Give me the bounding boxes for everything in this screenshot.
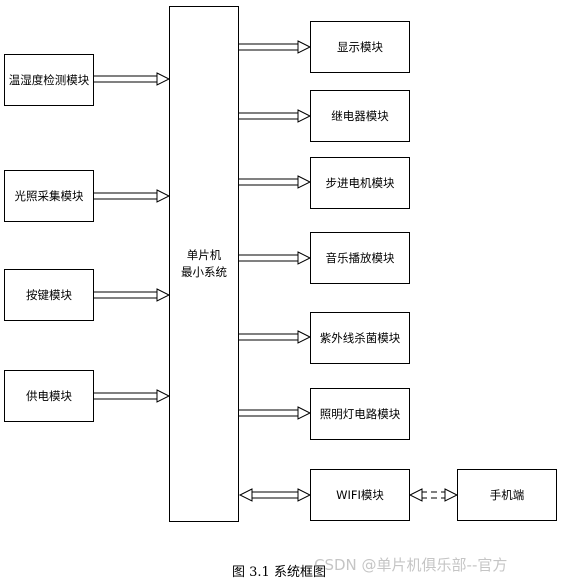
arrow-mcu-wifi-bidirectional: [238, 488, 312, 502]
arrow-mcu-to-stepper: [239, 175, 312, 189]
keys-module: 按键模块: [4, 269, 94, 321]
lighting-label: 照明灯电路模块: [319, 406, 401, 421]
wifi-label: WIFI模块: [336, 487, 384, 502]
music-label: 音乐播放模块: [325, 250, 395, 265]
arrow-wifi-phone-wireless: [408, 488, 459, 502]
display-module: 显示模块: [310, 21, 410, 73]
arrow-power-to-mcu: [94, 389, 171, 403]
arrow-light-to-mcu: [94, 189, 171, 203]
arrow-mcu-to-relay: [239, 109, 312, 123]
display-label: 显示模块: [337, 39, 383, 54]
mcu-label-line2: 最小系统: [181, 265, 227, 279]
arrow-mcu-to-display: [239, 40, 312, 54]
uv-sterilization-module: 紫外线杀菌模块: [310, 312, 410, 364]
figure-caption: 图 3.1 系统框图: [232, 565, 326, 580]
phone-label: 手机端: [489, 487, 525, 502]
light-label: 光照采集模块: [14, 188, 84, 203]
relay-module: 继电器模块: [310, 90, 410, 142]
mcu-label-line1: 单片机: [186, 248, 222, 262]
stepper-label: 步进电机模块: [325, 175, 395, 190]
power-module: 供电模块: [4, 370, 94, 422]
arrow-mcu-to-lighting: [239, 406, 312, 420]
mcu-minimum-system: 单片机 最小系统: [169, 6, 239, 522]
light-module: 光照采集模块: [4, 170, 94, 222]
arrow-mcu-to-music: [239, 251, 312, 265]
arrow-keys-to-mcu: [94, 288, 171, 302]
stepper-motor-module: 步进电机模块: [310, 157, 410, 209]
keys-label: 按键模块: [26, 287, 72, 302]
arrow-temp-to-mcu: [94, 72, 171, 86]
uv-label: 紫外线杀菌模块: [319, 330, 401, 345]
relay-label: 继电器模块: [331, 108, 389, 123]
watermark: CSDN @单片机俱乐部--官方: [314, 556, 508, 574]
temp-humidity-label: 温湿度检测模块: [8, 72, 90, 87]
music-player-module: 音乐播放模块: [310, 232, 410, 284]
phone-client: 手机端: [457, 469, 557, 521]
arrow-mcu-to-uv: [239, 330, 312, 344]
lighting-circuit-module: 照明灯电路模块: [310, 388, 410, 440]
temp-humidity-module: 温湿度检测模块: [4, 54, 94, 106]
power-label: 供电模块: [26, 388, 72, 403]
wifi-module: WIFI模块: [310, 469, 410, 521]
